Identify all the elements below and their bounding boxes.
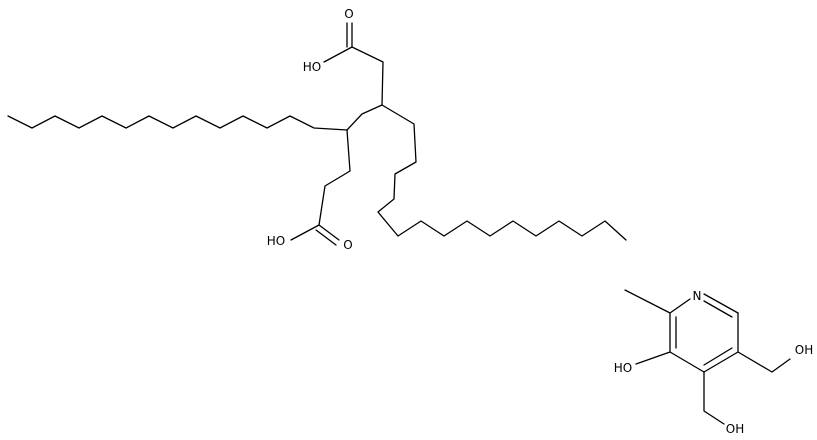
hydroxymethyl-right-bond xyxy=(737,351,791,373)
bottom-hydroxyl-label: OH xyxy=(726,422,744,435)
ring-double-bond-c6-n xyxy=(703,300,733,318)
right-hydroxyl-label: OH xyxy=(795,343,813,357)
lower-carbonyl-bond xyxy=(318,224,340,241)
ring-double-bond-c5-c4 xyxy=(703,347,733,366)
upper-hydroxyl-label: HO xyxy=(303,60,321,74)
ring-bond-c5-c4 xyxy=(703,351,739,373)
right-alkyl-chain xyxy=(377,104,627,241)
hydroxymethyl-bottom-bond xyxy=(703,371,725,425)
backbone-bond xyxy=(346,104,383,131)
lower-carbonyl-oxygen-label: O xyxy=(343,238,352,252)
ring-bond-n-c6 xyxy=(703,293,739,314)
dicarboxylic-acid-molecule: O HO O HO xyxy=(7,7,627,252)
upper-acid-chain xyxy=(323,46,384,106)
pyridoxine-molecule: N HO OH OH xyxy=(614,289,813,436)
lower-hydroxyl-label: HO xyxy=(267,234,285,248)
methyl-bond xyxy=(624,289,671,314)
lower-carbonyl-double-bond xyxy=(315,229,337,246)
ring-bond-c2-n xyxy=(669,298,691,314)
left-alkyl-chain xyxy=(7,115,348,131)
lower-acid-chain xyxy=(290,129,351,241)
ring-bond-c4-c3 xyxy=(669,351,705,373)
ring-hydroxyl-bond xyxy=(635,351,671,365)
ring-hydroxyl-label: HO xyxy=(614,361,632,375)
upper-carbonyl-oxygen-label: O xyxy=(344,7,353,21)
pyridine-nitrogen-label: N xyxy=(693,289,702,303)
